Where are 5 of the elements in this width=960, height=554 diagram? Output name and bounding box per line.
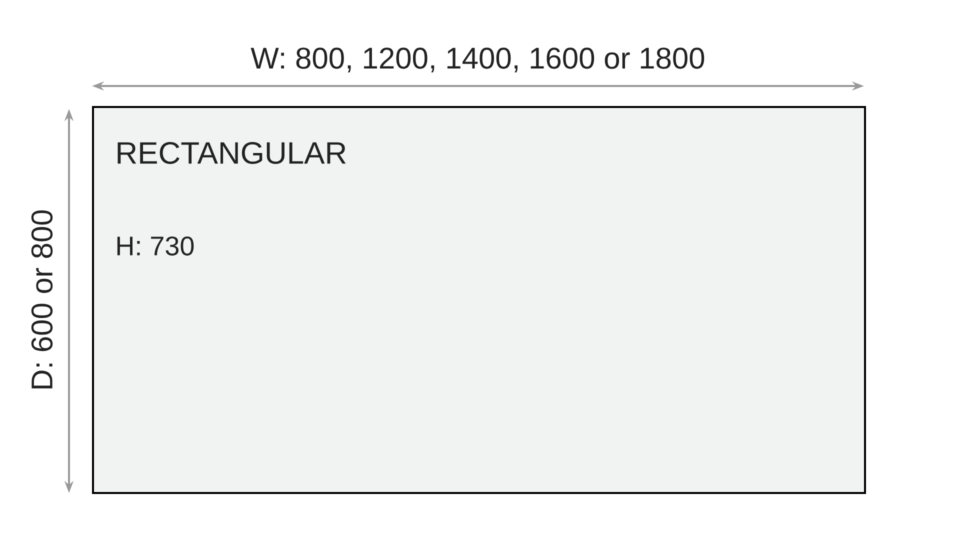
table-outline [92, 106, 866, 494]
dimension-label: D: 600 or 800 [31, 210, 53, 388]
box-text: H: 730 [117, 236, 194, 256]
dimension-label: W: 800, 1200, 1400, 1600 or 1800 [250, 48, 704, 72]
box-heading: RECTANGULAR [118, 142, 346, 164]
